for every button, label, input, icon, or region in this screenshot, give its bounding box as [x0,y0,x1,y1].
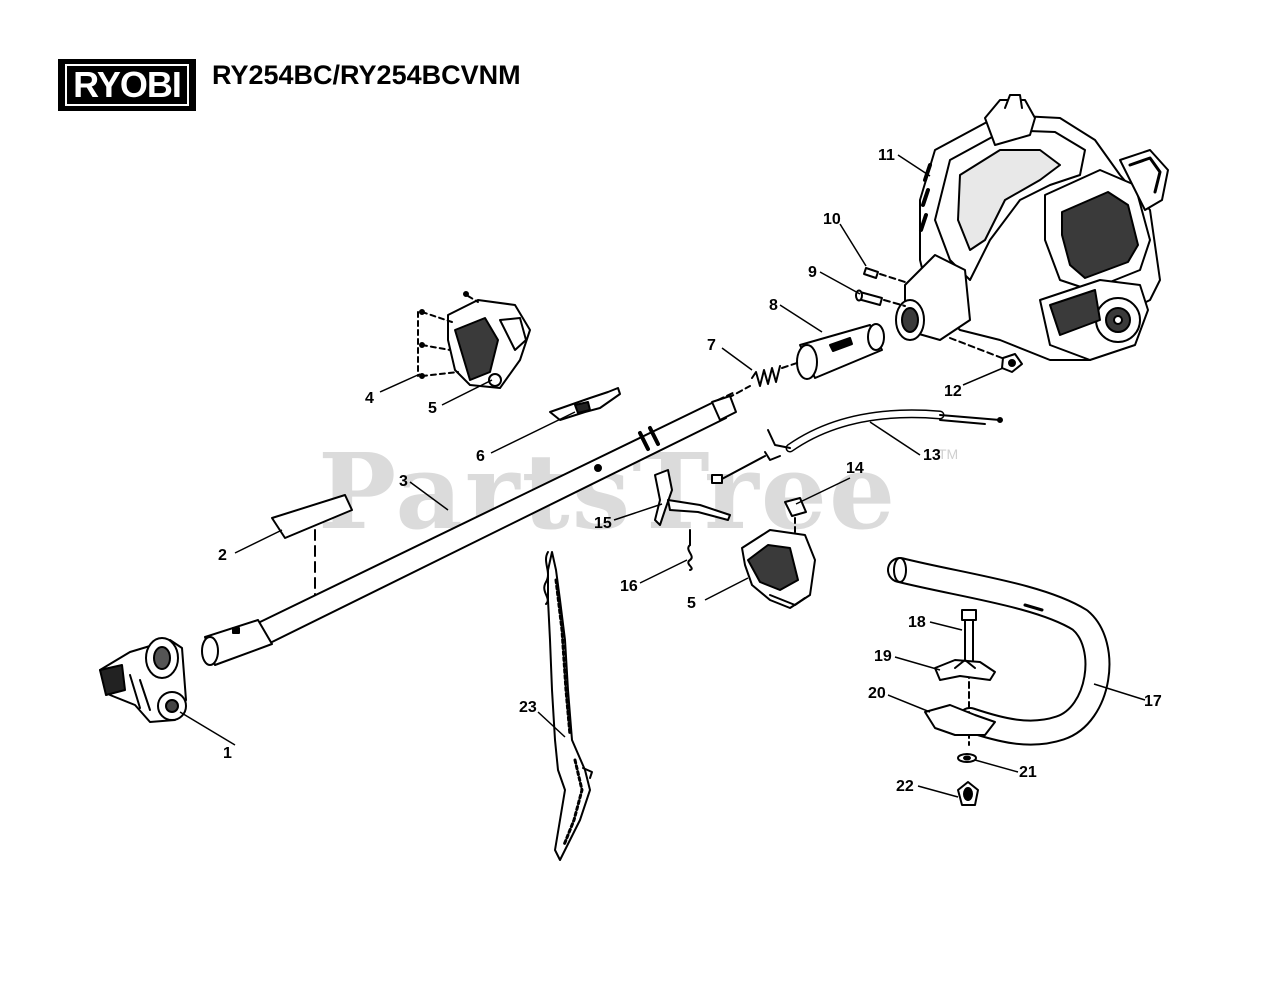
part-1-gearbox [99,637,187,723]
part-5-lower-housing [741,529,816,609]
engine-assembly [895,94,1169,361]
part-16-spring [687,529,693,571]
callout-19: 19 [874,648,892,665]
watermark: PartsTree [318,430,898,553]
part-8-coupler [796,323,885,380]
callout-2: 2 [218,547,227,564]
brand-logo: RYOBI [58,59,196,111]
callout-12: 12 [944,383,962,400]
callout-5-lower: 5 [687,595,696,612]
part-20-clamp [924,704,996,736]
callout-13: 13 [923,447,941,464]
part-9-bolt [855,289,906,307]
callout-11: 11 [878,147,895,164]
callout-14: 14 [846,460,864,477]
callout-16: 16 [620,578,638,595]
part-12-nut [949,337,1023,373]
callout-15: 15 [594,515,612,532]
callout-4: 4 [365,390,374,407]
brand-logo-text: RYOBI [73,64,182,105]
callout-3: 3 [399,473,408,490]
part-22-nut [957,781,979,806]
part-3-shaft [201,391,737,666]
callout-20: 20 [868,685,886,702]
callout-10: 10 [823,211,841,228]
part-2-label [271,494,353,596]
callout-1: 1 [223,745,232,762]
part-23-strap [543,551,593,861]
callout-5-upper: 5 [428,400,437,417]
part-17-handle [887,557,1111,746]
callout-17: 17 [1144,693,1162,710]
callout-23: 23 [519,699,537,716]
callout-22: 22 [896,778,914,795]
callout-21: 21 [1019,764,1037,781]
part-13-cable [711,409,1003,484]
callout-numbers: 1 2 3 4 5 6 7 8 9 10 11 12 13 14 15 16 5… [218,147,1162,795]
part-10-pin [863,267,906,283]
watermark-tm: TM [938,446,959,462]
callout-7: 7 [707,337,716,354]
callout-6: 6 [476,448,485,465]
callout-9: 9 [808,264,817,281]
callout-18: 18 [908,614,926,631]
leader-lines [179,154,1146,798]
part-15-trigger [654,469,731,526]
part-7-spring [727,361,801,399]
part-19-clamp [934,659,996,681]
callout-8: 8 [769,297,778,314]
model-title: RY254BC/RY254BCVNM [212,60,521,90]
part-5-upper-housing [417,291,531,389]
part-6-lever [549,387,621,421]
part-21-washer [957,753,977,763]
